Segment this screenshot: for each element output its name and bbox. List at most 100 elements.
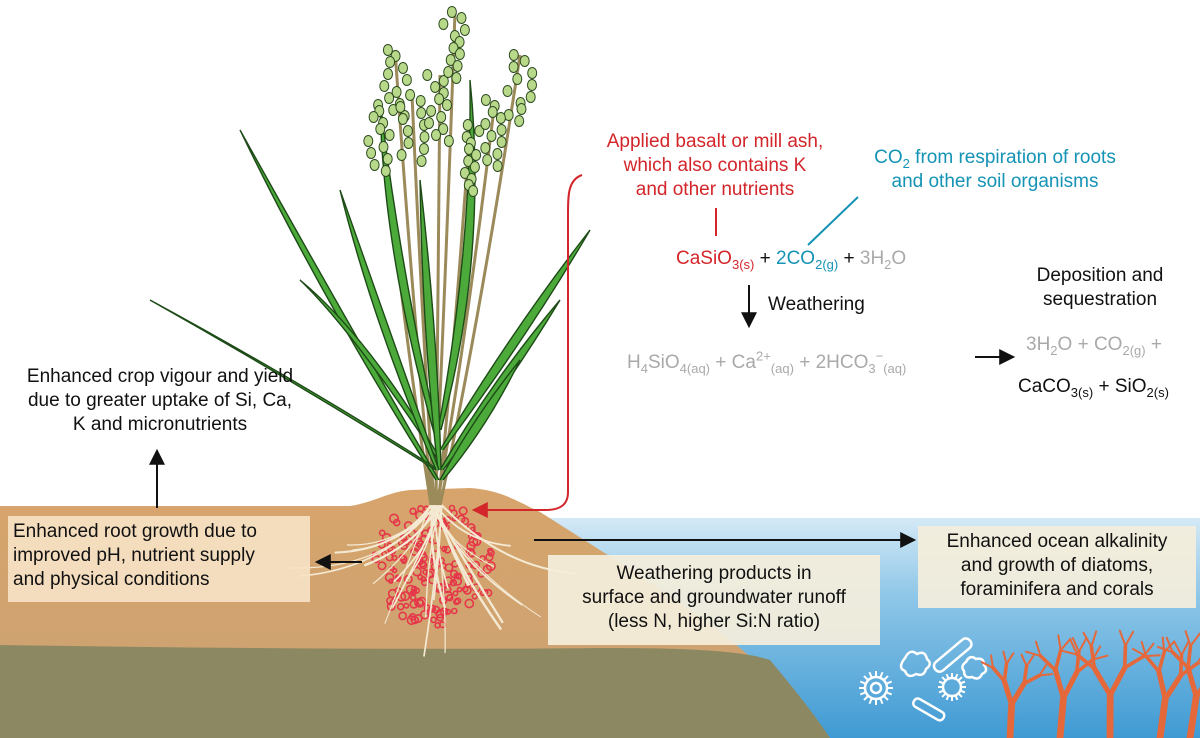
grain — [438, 123, 449, 135]
diatom-spikes — [859, 671, 966, 705]
coral-branch — [990, 654, 994, 669]
ocean-label: Enhanced ocean alkalinity and growth of … — [918, 530, 1196, 602]
basalt-particle — [449, 569, 459, 579]
spike — [954, 673, 959, 680]
coral-branch — [1189, 632, 1200, 647]
ocean-line1: Enhanced ocean alkalinity — [946, 531, 1168, 552]
grain — [463, 155, 474, 167]
basalt-particle — [409, 507, 417, 515]
grain — [378, 141, 389, 153]
grain — [452, 60, 463, 72]
plus-sign: + — [838, 248, 860, 269]
grain — [401, 74, 412, 86]
basalt-particle — [462, 585, 472, 595]
grain — [438, 75, 449, 87]
root — [429, 504, 446, 654]
spike — [868, 671, 873, 679]
spike — [885, 680, 893, 685]
grain — [379, 80, 390, 92]
leaf — [439, 359, 521, 481]
basalt-particle — [444, 608, 452, 615]
grain — [527, 79, 537, 91]
co2-source-rest: from respiration of roots — [909, 147, 1116, 168]
ocean-line2: and growth of diatoms, — [960, 555, 1154, 576]
grain — [464, 143, 474, 155]
coral-branch — [1053, 648, 1063, 673]
grain — [516, 103, 527, 115]
coral-branch — [1180, 641, 1190, 657]
coral-branch — [1091, 665, 1113, 698]
coral-icon — [980, 629, 1200, 738]
grain — [380, 165, 391, 177]
runoff-line2: surface and groundwater runoff — [582, 587, 846, 608]
root-growth-box — [8, 516, 310, 602]
crop-vigour-line2: due to greater uptake of Si, Ca, — [27, 390, 293, 411]
coral-branch — [1002, 650, 1008, 665]
coral-branch — [1038, 663, 1048, 677]
basalt-particle — [398, 611, 408, 621]
grain — [405, 89, 416, 101]
basalt-particle — [388, 513, 399, 524]
root — [299, 504, 437, 577]
basalt-particles-icon — [371, 504, 496, 629]
grain — [396, 149, 407, 161]
coral-branch — [1184, 630, 1192, 647]
grain — [459, 167, 470, 179]
grain — [519, 55, 530, 67]
grain — [474, 125, 485, 137]
deposition-line1: Deposition and — [1036, 265, 1164, 286]
coral-branch — [991, 665, 1007, 684]
leaf — [439, 229, 591, 451]
basalt-particle — [452, 590, 459, 597]
coral-branch — [1186, 693, 1200, 738]
grain — [514, 115, 525, 127]
grain — [383, 68, 393, 80]
coral-branch — [1059, 637, 1072, 652]
basalt-particle — [410, 585, 418, 593]
coral-branch — [1091, 654, 1109, 661]
root-system-icon — [285, 504, 578, 657]
deposition-equation-line2: CaCO3(s) + SiO2(s) — [1018, 376, 1169, 400]
grain — [495, 112, 506, 124]
coral-branch — [1001, 678, 1015, 707]
coral-branch — [1077, 637, 1088, 653]
coral-branch — [980, 661, 994, 669]
spike — [954, 694, 959, 701]
basalt-particle — [400, 591, 411, 602]
coral-branch — [1124, 630, 1135, 647]
grain — [512, 73, 523, 85]
spike — [879, 671, 884, 679]
grain — [442, 99, 452, 111]
grain — [451, 72, 462, 84]
coral-branch — [1140, 641, 1147, 657]
grain — [443, 66, 454, 78]
deposition-label: Deposition and sequestration — [1010, 264, 1190, 312]
grain — [480, 94, 491, 106]
coral-branch — [1006, 700, 1015, 738]
basalt-particle — [482, 564, 493, 574]
weathering-equation-reactants: CaSiO3(s) + 2CO2(g) + 3H2O — [676, 248, 907, 272]
coral-branch — [1118, 629, 1127, 647]
crop-vigour-label: Enhanced crop vigour and yield due to gr… — [0, 365, 320, 437]
h2o-term: 3H2O — [859, 248, 907, 272]
coral-branch — [1193, 686, 1200, 700]
grain — [496, 136, 507, 148]
grain — [419, 143, 429, 155]
basalt-particle — [467, 549, 476, 558]
root-growth-label: Enhanced root growth due to improved pH,… — [13, 520, 257, 592]
basalt-particle — [446, 594, 454, 602]
coral-branch — [1020, 653, 1028, 668]
coral-branch — [1122, 654, 1146, 670]
grain — [384, 129, 395, 141]
deposition-line2: sequestration — [1042, 289, 1158, 310]
grain — [459, 24, 470, 36]
casio3-term: CaSiO3(s) — [676, 248, 755, 272]
basalt-particle — [414, 597, 424, 608]
grain — [469, 161, 480, 173]
grain — [416, 107, 427, 119]
basalt-particle — [443, 576, 453, 586]
leaf — [339, 189, 440, 471]
basalt-particle — [458, 506, 468, 516]
grain — [398, 62, 408, 74]
basalt-particle — [443, 515, 452, 525]
